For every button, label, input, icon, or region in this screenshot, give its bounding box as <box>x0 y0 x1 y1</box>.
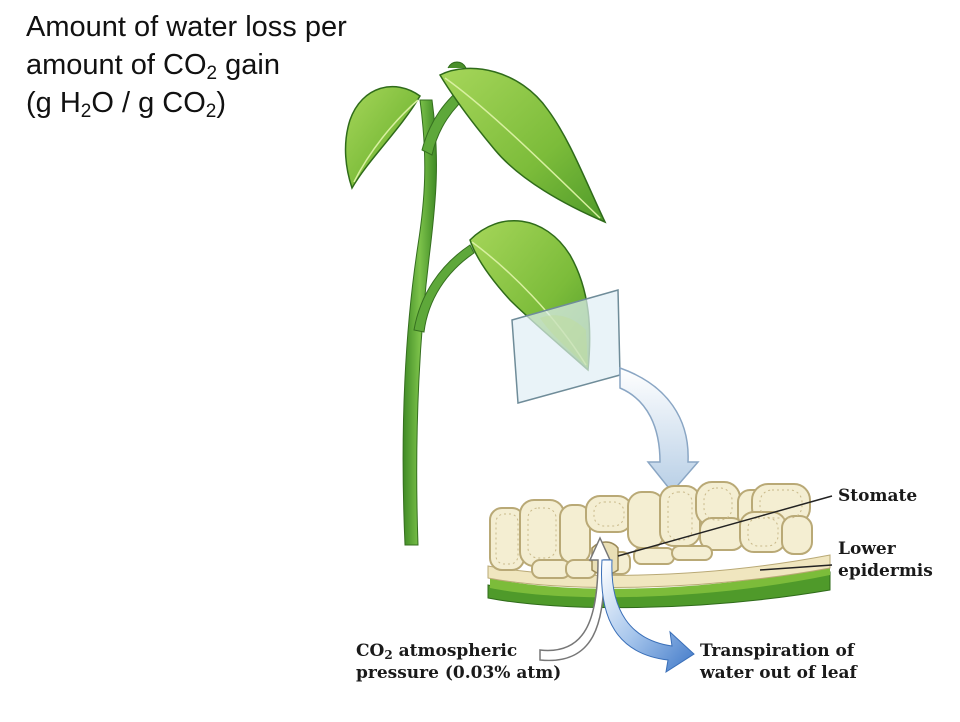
zoom-arrow <box>619 366 700 494</box>
transpiration-arrow <box>601 559 695 674</box>
label-lower-epidermis: Lower epidermis <box>838 539 933 581</box>
label-co2-pressure: CO2 atmospheric pressure (0.03% atm) <box>356 641 562 683</box>
label-stomate: Stomate <box>838 486 918 506</box>
lower-branch <box>413 244 475 333</box>
heading-line-1: Amount of water loss per <box>26 11 347 43</box>
diagram-heading: Amount of water loss per amount of CO2 g… <box>26 8 347 122</box>
epidermis-leader <box>759 564 833 571</box>
mesophyll-cells <box>489 481 813 579</box>
stomate-leader <box>617 495 833 557</box>
label-transpiration: Transpiration of water out of leaf <box>700 641 857 683</box>
heading-line-3: (g H2O / g CO2) <box>26 87 227 122</box>
heading-line-2: amount of CO2 gain <box>26 49 280 84</box>
